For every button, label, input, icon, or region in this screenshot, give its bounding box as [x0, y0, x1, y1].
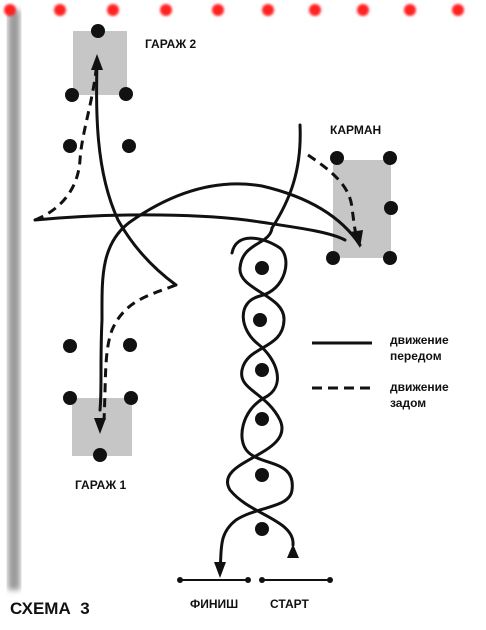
pocket-arrow-icon	[350, 230, 363, 248]
garage-2-post	[122, 139, 136, 153]
garage-1: ГАРАЖ 1	[63, 338, 138, 492]
slalom-post	[255, 363, 269, 377]
garage-1-arrow-icon	[94, 418, 106, 434]
legend: движение передом движение задом	[312, 333, 449, 410]
garage-1-post	[93, 448, 107, 462]
garage-1-post	[124, 391, 138, 405]
top-boundary-posts	[4, 4, 464, 16]
arrowheads	[91, 54, 363, 578]
pocket-label: КАРМАН	[330, 123, 381, 137]
garage-1-post	[63, 391, 77, 405]
finish-arrow-icon	[214, 562, 226, 578]
garage-2-post	[119, 87, 133, 101]
garage-2: ГАРАЖ 2	[63, 24, 197, 153]
scheme-title: СХЕМА 3	[10, 599, 90, 618]
start-label: СТАРТ	[270, 597, 309, 611]
reverse-path	[34, 59, 360, 421]
pocket-post	[330, 151, 344, 165]
legend-forward-label-1: движение	[390, 333, 449, 347]
legend-reverse-label-1: движение	[390, 380, 449, 394]
pocket-zone	[333, 160, 391, 258]
legend-forward-label-2: передом	[390, 349, 442, 363]
garage-1-post	[123, 338, 137, 352]
garage-2-label: ГАРАЖ 2	[145, 37, 197, 51]
finish-label: ФИНИШ	[190, 597, 238, 611]
garage-2-post	[63, 139, 77, 153]
slalom-posts	[253, 261, 269, 536]
garage-2-arrow-icon	[91, 54, 103, 70]
slalom-post	[255, 468, 269, 482]
legend-reverse-label-2: задом	[390, 396, 426, 410]
slalom-post	[253, 313, 267, 327]
slalom-post	[255, 261, 269, 275]
start-finish-line: ФИНИШ СТАРТ	[177, 577, 333, 611]
pocket-post	[326, 251, 340, 265]
start-arrow-icon	[287, 544, 299, 558]
slalom-post	[255, 522, 269, 536]
forward-path	[33, 58, 362, 572]
left-boundary-strip	[8, 10, 20, 590]
pocket: КАРМАН	[326, 123, 398, 265]
pocket-post	[384, 201, 398, 215]
garage-2-post	[91, 24, 105, 38]
pocket-post	[383, 251, 397, 265]
garage-1-post	[63, 339, 77, 353]
garage-1-label: ГАРАЖ 1	[75, 478, 127, 492]
garage-2-post	[65, 88, 79, 102]
pocket-post	[383, 151, 397, 165]
slalom-post	[255, 412, 269, 426]
